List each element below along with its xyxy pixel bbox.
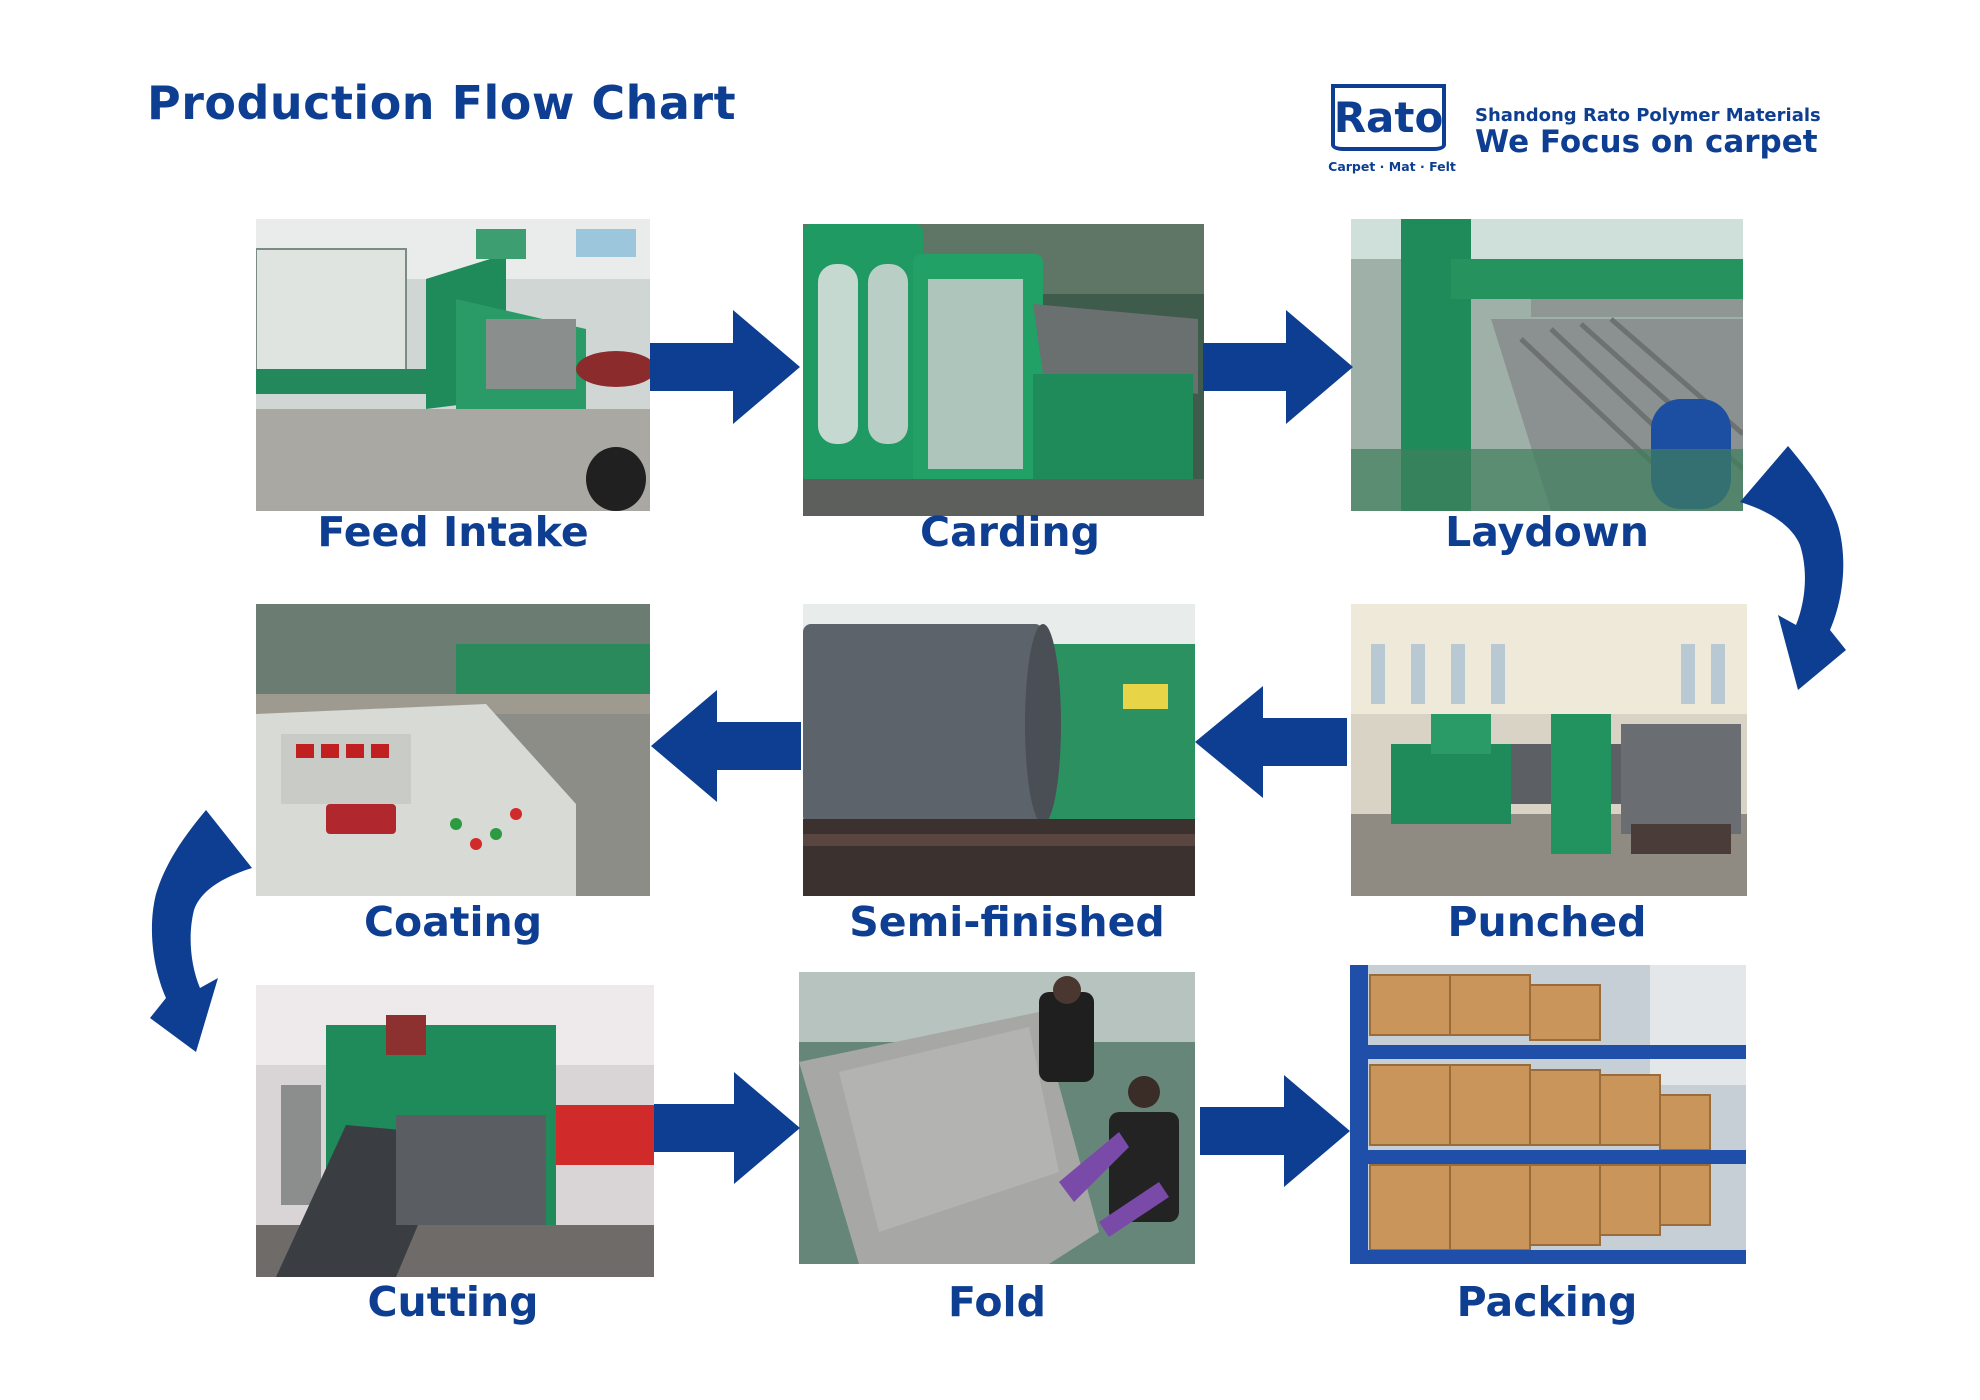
logo-mark: Rato [1331,84,1446,151]
folding-workers-photo [799,972,1195,1264]
arrow-right-icon [1200,1075,1350,1187]
curved-arrow-down-icon [1740,446,1846,690]
needle-punch-line-photo [1351,604,1747,896]
arrow-right-icon [654,1072,800,1184]
step-label-semi-finished: Semi-finished [849,898,1165,946]
step-label-fold: Fold [948,1278,1046,1326]
company-name: Shandong Rato Polymer Materials [1475,105,1821,126]
arrow-right-icon [650,310,800,424]
step-label-cutting: Cutting [367,1278,539,1326]
page-title: Production Flow Chart [147,76,737,130]
step-label-feed-intake: Feed Intake [317,508,589,556]
cutting-machine-photo [256,985,654,1277]
control-panel-photo [256,604,650,896]
logo-word: Rato [1333,93,1444,142]
arrow-right-icon [1203,310,1353,424]
laydown-machine-photo [1351,219,1743,511]
step-label-punched: Punched [1447,898,1647,946]
carding-machine-photo [803,224,1204,516]
step-label-packing: Packing [1456,1278,1638,1326]
company-slogan: We Focus on carpet [1475,124,1818,160]
felt-roll-photo [803,604,1195,896]
step-label-carding: Carding [920,508,1100,556]
arrow-left-icon [651,690,801,802]
logo-tagline: Carpet · Mat · Felt [1328,159,1456,174]
feed-hopper-photo [256,219,650,511]
carton-rack-photo [1350,965,1746,1264]
curved-arrow-down-icon [150,810,252,1052]
arrow-left-icon [1195,686,1347,798]
step-label-coating: Coating [363,898,543,946]
step-label-laydown: Laydown [1445,508,1649,556]
